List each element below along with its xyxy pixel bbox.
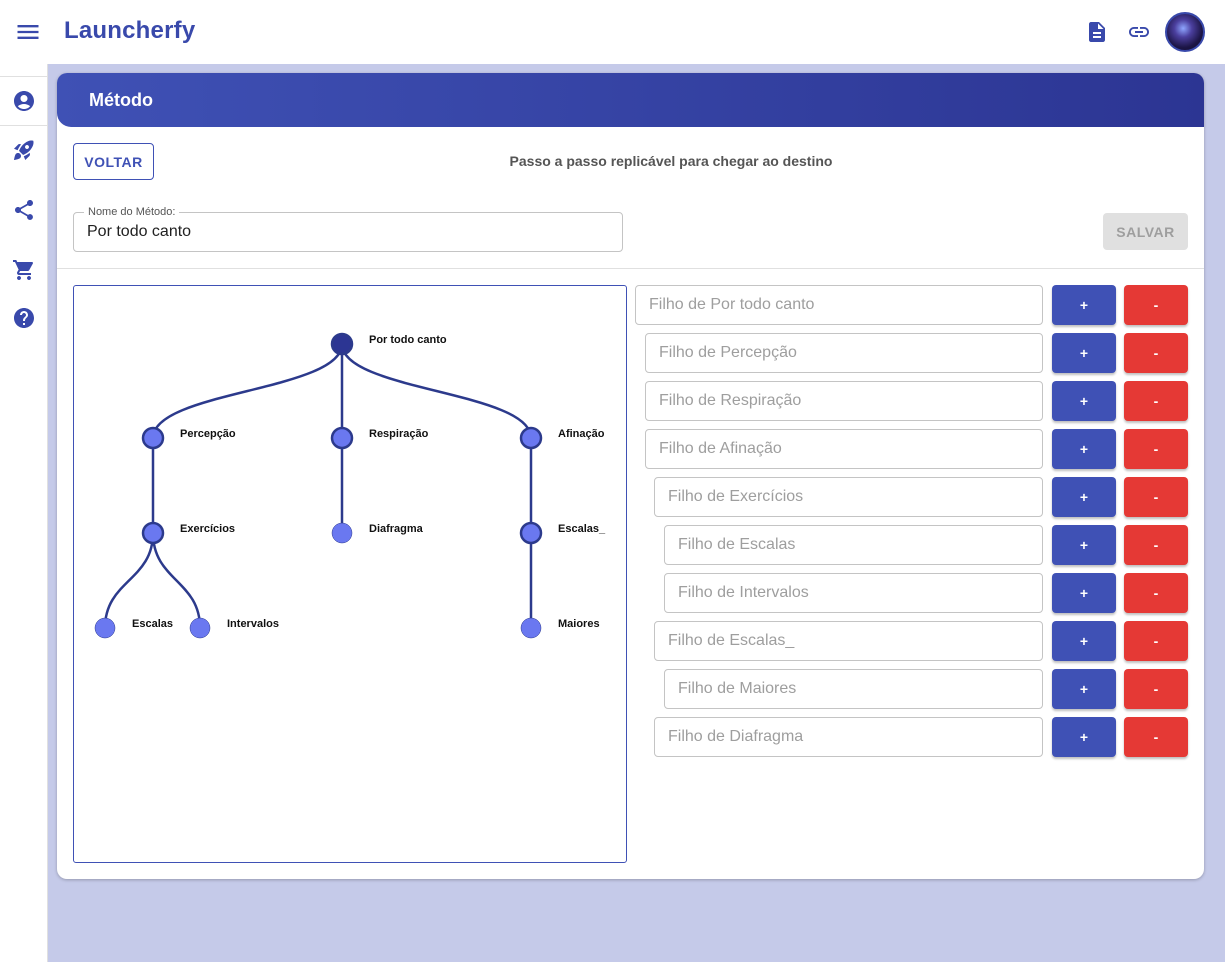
tree-node-escalas_[interactable] (519, 521, 543, 545)
add-child-button[interactable]: + (1052, 525, 1116, 565)
tree-node-label: Escalas_ (558, 523, 606, 535)
remove-child-button[interactable]: - (1124, 477, 1188, 517)
tree-node-diafragma[interactable] (331, 522, 353, 544)
tree-node-label: Intervalos (227, 618, 279, 630)
document-icon[interactable] (1085, 20, 1109, 44)
remove-child-button[interactable]: - (1124, 717, 1188, 757)
child-name-input[interactable]: Filho de Afinação (645, 429, 1043, 469)
child-name-input[interactable]: Filho de Exercícios (654, 477, 1043, 517)
tree-node-label: Exercícios (180, 523, 235, 535)
add-child-button[interactable]: + (1052, 717, 1116, 757)
add-child-button[interactable]: + (1052, 477, 1116, 517)
method-name-label: Nome do Método: (84, 206, 180, 218)
tree-node-label: Afinação (558, 428, 605, 440)
tree-edge (340, 343, 533, 439)
add-child-button[interactable]: + (1052, 381, 1116, 421)
tree-edge (151, 343, 344, 439)
tree-node-intervalos[interactable] (189, 617, 211, 639)
remove-child-button[interactable]: - (1124, 573, 1188, 613)
remove-child-button[interactable]: - (1124, 669, 1188, 709)
tree-node-escalas[interactable] (94, 617, 116, 639)
remove-child-button[interactable]: - (1124, 285, 1188, 325)
tree-node-label: Percepção (180, 428, 236, 440)
child-name-input[interactable]: Filho de Percepção (645, 333, 1043, 373)
tree-node-afinacao[interactable] (519, 426, 543, 450)
tree-edge (103, 532, 155, 629)
child-name-input[interactable]: Filho de Escalas (664, 525, 1043, 565)
method-card: Método VOLTAR Passo a passo replicável p… (57, 73, 1204, 879)
save-button[interactable]: SALVAR (1103, 213, 1188, 250)
child-name-input[interactable]: Filho de Diafragma (654, 717, 1043, 757)
tree-node-respiracao[interactable] (330, 426, 354, 450)
back-button[interactable]: VOLTAR (73, 143, 154, 180)
tree-node-percepcao[interactable] (141, 426, 165, 450)
help-icon[interactable] (12, 306, 36, 330)
tree-node-root[interactable] (330, 332, 354, 356)
link-icon[interactable] (1127, 20, 1151, 44)
remove-child-button[interactable]: - (1124, 525, 1188, 565)
tree-node-label: Escalas (132, 618, 173, 630)
add-child-button[interactable]: + (1052, 429, 1116, 469)
add-child-button[interactable]: + (1052, 285, 1116, 325)
tree-edge (151, 532, 202, 629)
child-name-input[interactable]: Filho de Por todo canto (635, 285, 1043, 325)
remove-child-button[interactable]: - (1124, 429, 1188, 469)
avatar[interactable] (1165, 12, 1205, 52)
add-child-button[interactable]: + (1052, 333, 1116, 373)
card-header: Método (57, 73, 1204, 127)
cart-icon[interactable] (12, 258, 36, 282)
add-child-button[interactable]: + (1052, 573, 1116, 613)
page-subtitle: Passo a passo replicável para chegar ao … (509, 153, 833, 169)
tree-node-exercicios[interactable] (141, 521, 165, 545)
method-name-field[interactable]: Nome do Método: (73, 206, 623, 252)
remove-child-button[interactable]: - (1124, 333, 1188, 373)
rail-divider (0, 76, 48, 77)
app-bar: Launcherfy (0, 0, 1225, 64)
rail-divider (0, 125, 48, 126)
share-icon[interactable] (12, 198, 36, 222)
add-child-button[interactable]: + (1052, 669, 1116, 709)
tree-node-maiores[interactable] (520, 617, 542, 639)
tree-node-label: Maiores (558, 618, 600, 630)
add-child-button[interactable]: + (1052, 621, 1116, 661)
app-brand[interactable]: Launcherfy (64, 17, 196, 44)
child-name-input[interactable]: Filho de Maiores (664, 669, 1043, 709)
child-name-input[interactable]: Filho de Escalas_ (654, 621, 1043, 661)
method-name-input[interactable] (87, 223, 607, 241)
account-icon[interactable] (12, 89, 36, 113)
child-name-input[interactable]: Filho de Respiração (645, 381, 1043, 421)
child-name-input[interactable]: Filho de Intervalos (664, 573, 1043, 613)
page-title: Método (89, 90, 153, 110)
menu-icon[interactable] (14, 18, 42, 46)
divider (57, 268, 1204, 269)
side-rail (0, 64, 48, 962)
tree-node-label: Respiração (369, 428, 429, 440)
tree-node-label: Por todo canto (369, 334, 447, 346)
remove-child-button[interactable]: - (1124, 621, 1188, 661)
remove-child-button[interactable]: - (1124, 381, 1188, 421)
rocket-icon[interactable] (12, 138, 36, 162)
tree-node-label: Diafragma (369, 523, 424, 535)
